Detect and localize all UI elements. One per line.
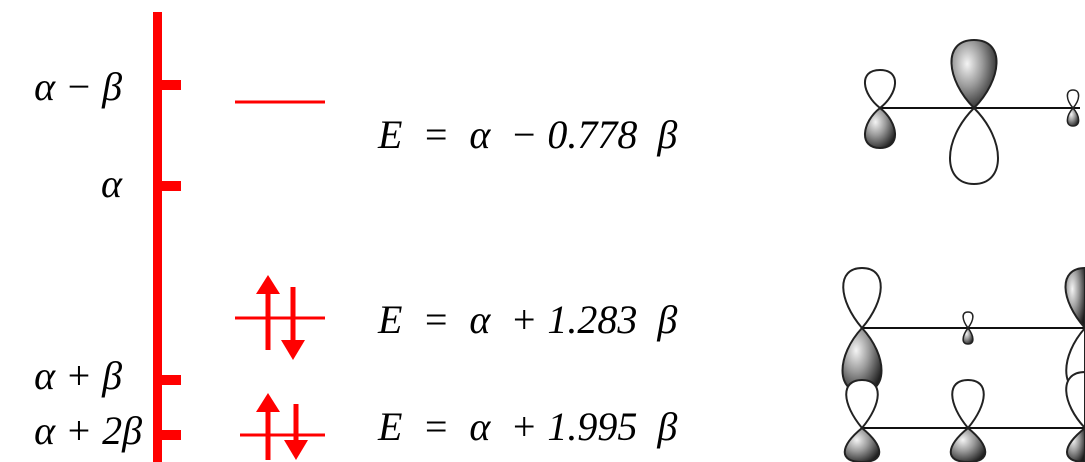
axis-label-alpha: α [101,161,123,206]
energy-axis [153,12,181,462]
axis-label-alpha-minus-beta: α − β [34,64,122,109]
up-arrow-icon [256,393,280,460]
axis-tick-bonding [162,430,181,440]
orbital-bonding [843,370,1085,462]
up-arrow-icon [256,275,280,350]
axis-tick-alpha-plus-beta [162,375,181,385]
energy-levels [235,100,325,437]
axis-label-alpha-plus-2beta: α + 2β [34,408,142,453]
axis-tick-alpha-minus-beta [162,80,181,90]
energy-label-bonding: E = α + 1.995 β [377,404,677,449]
electron-pair-bonding [256,393,308,460]
down-arrow-icon [281,287,305,360]
electron-pair-nonbonding [256,275,305,360]
axis-label-alpha-plus-beta: α + β [34,353,122,398]
orbital-antibonding [864,38,1080,186]
axis-line [153,12,162,462]
orbital-nonbonding [841,266,1085,394]
energy-label-antibonding: E = α − 0.778 β [377,112,677,157]
axis-labels: α − β α α + β α + 2β [34,64,142,453]
energy-expressions: E = α − 0.778 β E = α + 1.283 β E = α + … [377,112,677,449]
axis-tick-alpha [162,181,181,191]
energy-label-nonbonding: E = α + 1.283 β [377,297,677,342]
down-arrow-icon [284,404,308,460]
